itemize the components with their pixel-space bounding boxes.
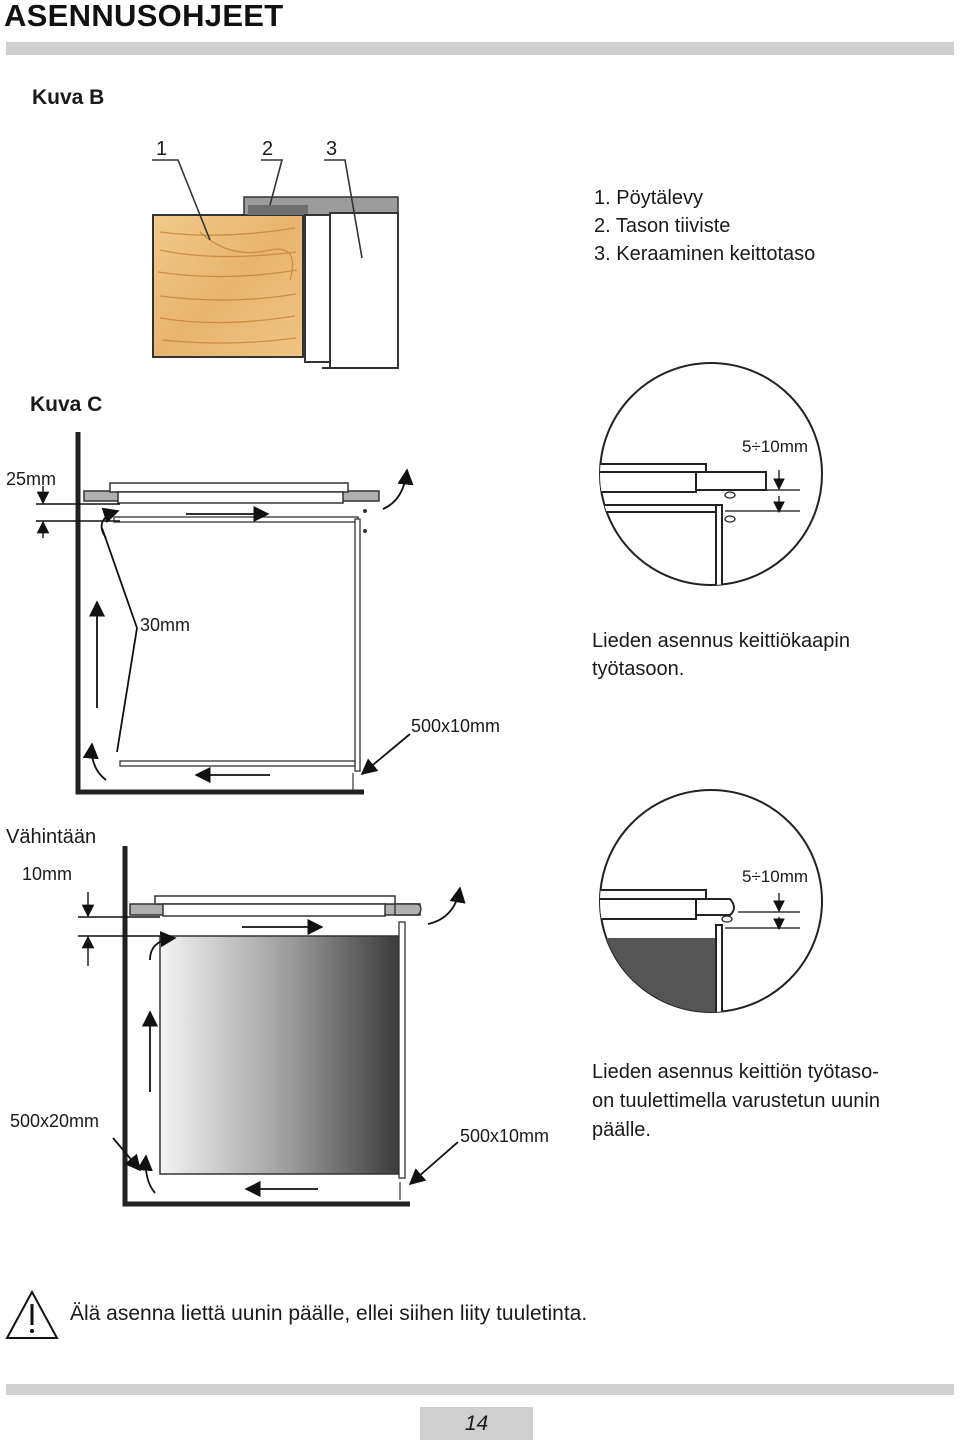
figure-c-drawing [36,362,823,795]
caption-d-line-3: päälle. [592,1119,651,1141]
dim-500x10mm-d: 500x10mm [460,1126,550,1146]
figure-d-drawing [78,789,823,1207]
warning-text: Älä asenna liettä uunin päälle, ellei si… [70,1302,588,1325]
dim-10mm: 10mm [22,864,73,884]
callout-1: 1 [156,138,168,160]
legend-item-2: 2. Tason tiiviste [594,215,731,237]
caption-c-line-1: Lieden asennus keittiökaapin [592,630,850,652]
warning-triangle-icon [5,1289,59,1339]
dim-500x20mm: 500x20mm [10,1111,100,1131]
caption-d-line-2: on tuulettimella varustetun uunin [592,1090,880,1112]
page-number: 14 [420,1407,533,1440]
min-label: Vähintään [6,826,97,848]
figure-b-label: Kuva B [32,86,105,109]
footer-divider [6,1384,954,1395]
dim-500x10mm-c: 500x10mm [411,716,501,736]
header-divider [6,42,954,55]
dim-30mm: 30mm [140,615,191,635]
caption-d-line-1: Lieden asennus keittiön työtaso- [592,1061,879,1083]
dim-25mm: 25mm [6,469,57,489]
page-title: ASENNUSOHJEET [4,0,284,33]
callout-3: 3 [326,138,338,160]
dim-detail-d: 5÷10mm [742,867,809,886]
caption-c-line-2: työtasoon. [592,658,685,680]
dim-detail-c: 5÷10mm [742,437,809,456]
legend-item-3: 3. Keraaminen keittotaso [594,243,816,265]
figure-c-label: Kuva C [30,393,103,416]
figure-b-drawing [152,159,399,369]
callout-2: 2 [262,138,274,160]
legend-item-1: 1. Pöytälevy [594,187,703,209]
